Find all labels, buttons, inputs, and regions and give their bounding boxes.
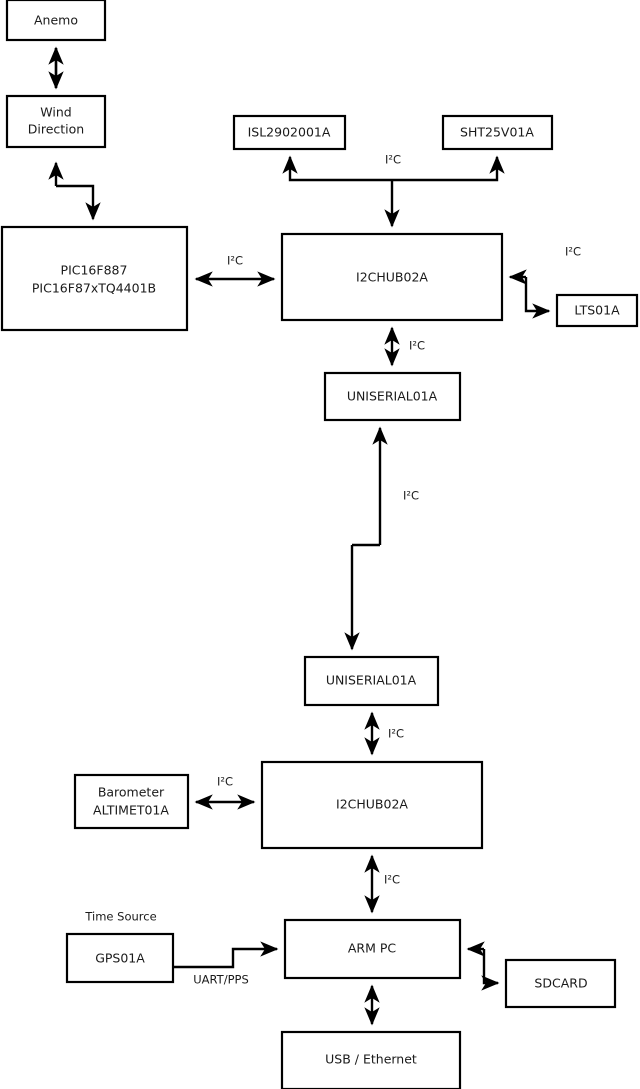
- node-wind-direction-label-line1: Wind: [40, 105, 71, 120]
- node-anemo[interactable]: Anemo: [5, 0, 107, 42]
- node-pic-label-line2: PIC16F87xTQ4401B: [32, 281, 156, 296]
- node-arm-pc-box[interactable]: [283, 918, 462, 980]
- edge-label-hub-lts: I²C: [565, 245, 581, 259]
- edge-label-uniserial-hub-bottom: I²C: [388, 727, 404, 741]
- node-wind-direction[interactable]: Wind Direction: [5, 94, 107, 149]
- edge-label-hub-sensors: I²C: [385, 153, 401, 167]
- edges-layer: [48, 46, 551, 1026]
- node-lts01a-box[interactable]: [555, 293, 639, 328]
- node-sdcard-label: SDCARD: [534, 976, 587, 991]
- node-usb-ethernet-box[interactable]: [280, 1030, 462, 1089]
- node-sht25v01a-box[interactable]: [441, 114, 554, 151]
- node-i2chub02a-bottom-box[interactable]: [260, 760, 484, 850]
- node-pic[interactable]: PIC16F887 PIC16F87xTQ4401B: [0, 225, 189, 332]
- edge-arrow-to-sht: [392, 155, 505, 182]
- node-uniserial01a-upper[interactable]: UNISERIAL01A: [323, 371, 462, 422]
- node-uniserial01a-lower-label: UNISERIAL01A: [326, 673, 417, 688]
- node-uniserial01a-upper-box[interactable]: [323, 371, 462, 422]
- edge-armpc-sdcard: [466, 941, 500, 991]
- node-lts01a[interactable]: LTS01A: [555, 293, 639, 328]
- node-wind-direction-box[interactable]: [5, 94, 107, 149]
- edge-gps-armpc: [173, 941, 279, 969]
- node-wind-direction-label-line2: Direction: [28, 122, 84, 137]
- node-sht25v01a[interactable]: SHT25V01A: [441, 114, 554, 151]
- edge-label-uniserial-link: I²C: [403, 489, 419, 503]
- node-isl2902001a[interactable]: ISL2902001A: [232, 114, 347, 151]
- edge-label-hub-uniserial: I²C: [409, 339, 425, 353]
- node-sdcard-box[interactable]: [504, 958, 617, 1009]
- node-i2chub02a-top[interactable]: I2CHUB02A: [280, 232, 504, 322]
- node-i2chub02a-bottom[interactable]: I2CHUB02A: [260, 760, 484, 850]
- node-usb-ethernet-label: USB / Ethernet: [325, 1052, 417, 1067]
- node-uniserial01a-upper-label: UNISERIAL01A: [347, 389, 438, 404]
- node-isl2902001a-box[interactable]: [232, 114, 347, 151]
- edge-label-gps-armpc: UART/PPS: [193, 973, 249, 987]
- edge-arrow-to-pic: [56, 184, 101, 221]
- edge-arrow-to-armpc: [173, 941, 279, 969]
- node-barometer-label-line2: ALTIMET01A: [93, 803, 169, 818]
- node-arm-pc-label: ARM PC: [348, 941, 397, 956]
- edge-hubtop-sensors: [282, 155, 505, 228]
- node-i2chub02a-top-box[interactable]: [280, 232, 504, 322]
- edge-hubtop-lts: [508, 269, 551, 319]
- node-lts01a-label: LTS01A: [574, 303, 620, 318]
- node-barometer-box[interactable]: [73, 773, 190, 830]
- edge-label-hub-armpc: I²C: [384, 873, 400, 887]
- edge-arrow-to-sdcard: [481, 949, 500, 991]
- node-sht25v01a-label: SHT25V01A: [460, 125, 534, 140]
- edge-labels-layer: I²C I²C I²C I²C I²C I²C I²C I²C UART/PPS: [193, 153, 581, 987]
- node-anemo-box[interactable]: [5, 0, 107, 42]
- node-gps01a-label: GPS01A: [95, 951, 145, 966]
- edge-arrow-to-isl: [282, 155, 392, 182]
- node-i2chub02a-bottom-label: I2CHUB02A: [336, 797, 408, 812]
- edge-label-barometer-hub: I²C: [217, 775, 233, 789]
- node-sdcard[interactable]: SDCARD: [504, 958, 617, 1009]
- node-anemo-label: Anemo: [34, 13, 78, 28]
- node-arm-pc[interactable]: ARM PC: [283, 918, 462, 980]
- node-usb-ethernet[interactable]: USB / Ethernet: [280, 1030, 462, 1089]
- node-pic-label-line1: PIC16F887: [61, 263, 128, 278]
- free-labels-layer: Time Source: [84, 910, 156, 924]
- node-isl2902001a-label: ISL2902001A: [248, 125, 331, 140]
- label-time-source: Time Source: [84, 910, 156, 924]
- edge-wind-pic: [48, 161, 101, 221]
- node-pic-box[interactable]: [0, 225, 189, 332]
- node-gps01a-box[interactable]: [65, 932, 175, 984]
- node-uniserial01a-lower-box[interactable]: [303, 655, 440, 707]
- node-i2chub02a-top-label: I2CHUB02A: [356, 270, 428, 285]
- edge-arrow-to-lts: [524, 277, 551, 319]
- node-barometer-label-line1: Barometer: [98, 785, 165, 800]
- edge-uniserial-link: [344, 426, 388, 651]
- edge-label-pic-hub: I²C: [227, 254, 243, 268]
- node-uniserial01a-lower[interactable]: UNISERIAL01A: [303, 655, 440, 707]
- node-gps01a[interactable]: GPS01A: [65, 932, 175, 984]
- node-barometer[interactable]: Barometer ALTIMET01A: [73, 773, 190, 830]
